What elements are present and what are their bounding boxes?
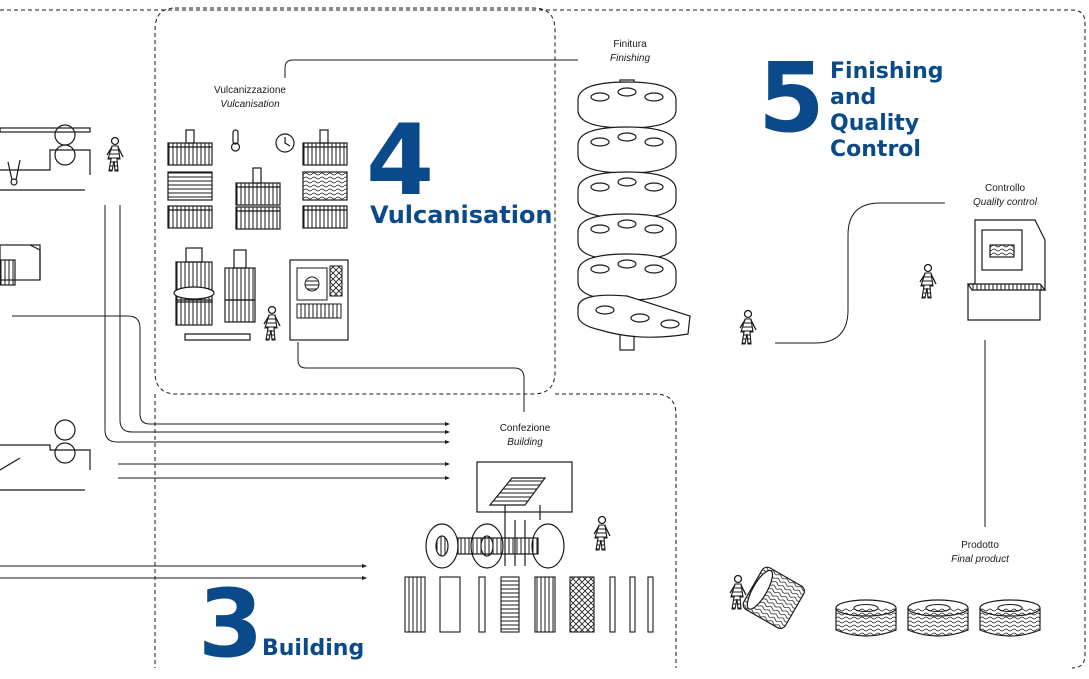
worker-building-person-icon (593, 515, 611, 551)
label-it: Prodotto (961, 540, 999, 551)
clock-icon (275, 133, 295, 153)
stage-5-title-line: and (830, 85, 877, 110)
label-en: Finishing (609, 53, 651, 64)
stage-5-title-line: Quality (830, 111, 920, 136)
label-en: Vulcanisation (220, 99, 280, 110)
final-tyre-2 (907, 599, 969, 637)
stage-3-number: 3 (198, 570, 264, 679)
label-it: Confezione (499, 423, 551, 434)
label-controllo: Controllo Quality control (950, 182, 1060, 210)
stage-5-title-line: Finishing (830, 59, 944, 84)
scissors-icon (7, 159, 21, 186)
stage-4-number: 4 (366, 104, 435, 218)
finishing-spiral (577, 79, 691, 351)
label-it: Vulcanizzazione (214, 85, 286, 96)
vulcanisation-machines (167, 129, 349, 341)
label-prodotto: Prodotto Final product (930, 539, 1030, 567)
flow-lines (0, 59, 986, 579)
label-it: Controllo (984, 183, 1026, 194)
building-region-outline (154, 393, 677, 668)
building-machine (425, 461, 573, 569)
worker-quality-person-icon (919, 263, 937, 299)
finishing-region-outline (0, 9, 1086, 669)
stage-4-title: Vulcanisation (370, 201, 553, 229)
stage-5-number: 5 (758, 42, 825, 154)
monitor-icon (966, 219, 1047, 321)
stage-5-title-line: Control (830, 137, 921, 162)
label-en: Final product (951, 554, 1009, 565)
left-machinery (0, 124, 91, 491)
label-finitura: Finitura Finishing (585, 38, 675, 66)
flow-arrowheads (362, 422, 450, 580)
worker-vulcanisation-person-icon (263, 305, 281, 341)
label-vulcanizzazione: Vulcanizzazione Vulcanisation (195, 84, 305, 112)
worker-finishing-person-icon (739, 309, 757, 345)
label-it: Finitura (613, 39, 647, 50)
vulcanisation-region-outline (154, 7, 556, 395)
final-tyre-3 (979, 599, 1041, 637)
label-en: Quality control (973, 197, 1037, 208)
stage-5-title: Finishing and Quality Control (830, 59, 943, 163)
thermometer-icon (230, 129, 241, 152)
worker-left-top-person-icon (106, 136, 124, 172)
final-tyre-1 (835, 599, 897, 637)
stage-3-title: Building (262, 636, 365, 661)
tyre-icon (742, 566, 805, 629)
label-confezione: Confezione Building (470, 422, 580, 450)
label-en: Building (507, 437, 543, 448)
component-strips (404, 576, 654, 633)
